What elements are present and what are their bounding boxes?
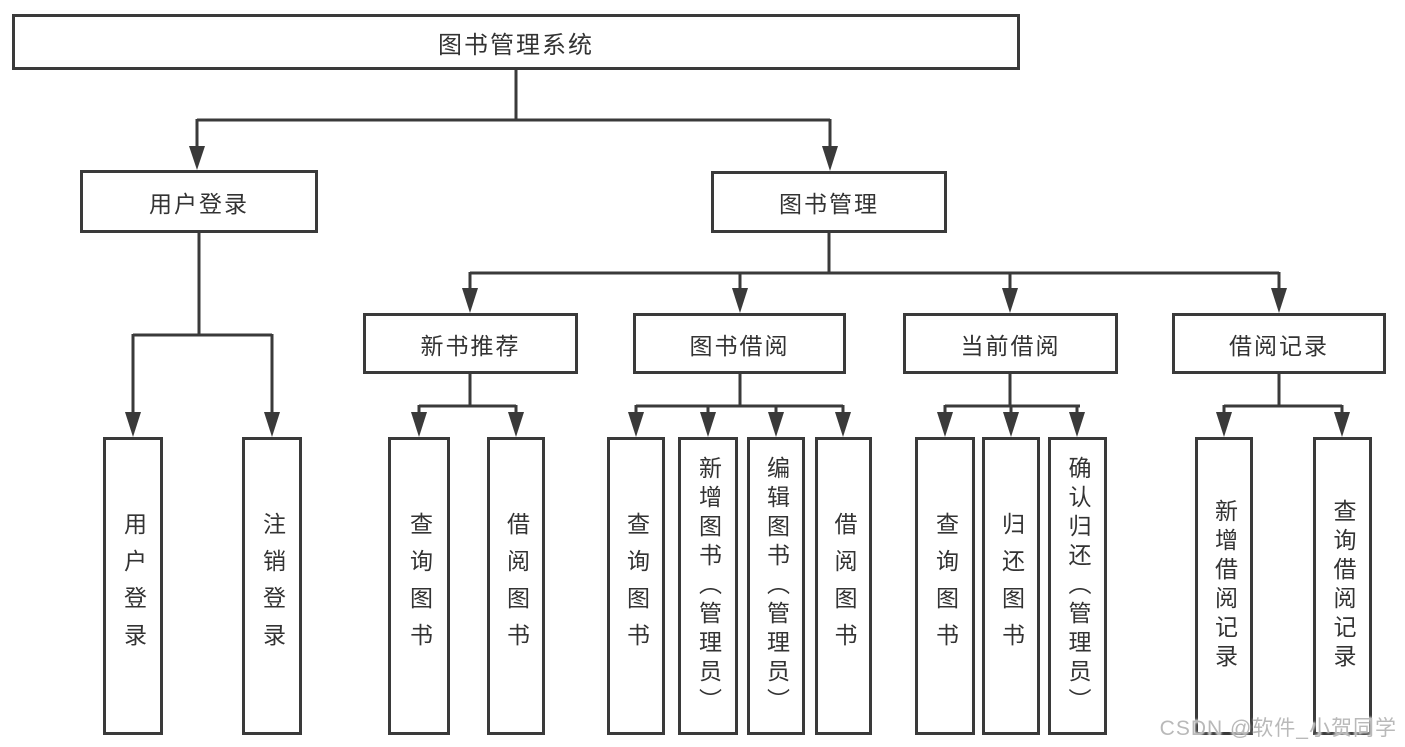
csdn-watermark: CSDN @软件_小贺同学 — [1159, 717, 1397, 740]
node-box-user-login: 用户登录 — [80, 170, 318, 233]
leaf-label: 查询图书 — [623, 512, 650, 660]
leaf-box-add-books-admin: 新增图书（管理员） — [678, 437, 738, 735]
leaf-label: 查询图书 — [406, 512, 433, 660]
leaf-label: 归还图书 — [998, 512, 1025, 660]
leaf-box-add-borrow-record: 新增借阅记录 — [1195, 437, 1253, 735]
leaf-box-query-books-recommend: 查询图书 — [388, 437, 450, 735]
section-label: 借阅记录 — [1229, 332, 1329, 359]
node-label: 图书管理 — [779, 191, 879, 217]
leaf-label: 确认归还（管理员） — [1065, 455, 1091, 717]
leaf-box-query-books-current: 查询图书 — [915, 437, 975, 735]
leaf-box-borrow-books: 借阅图书 — [815, 437, 872, 735]
section-box-current-borrowing: 当前借阅 — [903, 313, 1118, 374]
node-box-book-management: 图书管理 — [711, 171, 947, 233]
root-label: 图书管理系统 — [438, 31, 594, 59]
arrowheads — [125, 146, 1350, 437]
leaf-label: 编辑图书（管理员） — [763, 455, 790, 717]
leaf-label: 借阅图书 — [831, 512, 857, 660]
leaf-label: 新增图书（管理员） — [695, 455, 722, 717]
leaf-label: 借阅图书 — [503, 512, 530, 660]
section-label: 当前借阅 — [960, 332, 1061, 359]
leaf-box-confirm-return-admin: 确认归还（管理员） — [1048, 437, 1107, 735]
section-box-borrowing-records: 借阅记录 — [1172, 313, 1386, 374]
leaf-label: 查询图书 — [932, 512, 959, 660]
section-label: 新书推荐 — [420, 332, 521, 359]
section-label: 图书借阅 — [689, 332, 790, 359]
leaf-box-logout: 注销登录 — [242, 437, 302, 735]
leaf-box-return-books: 归还图书 — [982, 437, 1040, 735]
leaf-label: 用户登录 — [120, 512, 147, 660]
leaf-box-borrow-books-recommend: 借阅图书 — [487, 437, 545, 735]
section-box-book-borrowing: 图书借阅 — [633, 313, 846, 374]
leaf-box-edit-books-admin: 编辑图书（管理员） — [747, 437, 805, 735]
leaf-box-query-borrow-record: 查询借阅记录 — [1313, 437, 1372, 735]
root-box-library-system: 图书管理系统 — [12, 14, 1020, 70]
section-box-new-book-recommend: 新书推荐 — [363, 313, 578, 374]
node-label: 用户登录 — [149, 190, 249, 217]
leaf-label: 查询借阅记录 — [1330, 499, 1356, 673]
leaf-box-user-login: 用户登录 — [103, 437, 163, 735]
leaf-label: 注销登录 — [259, 512, 286, 660]
leaf-box-query-books-borrowing: 查询图书 — [607, 437, 665, 735]
leaf-label: 新增借阅记录 — [1211, 499, 1238, 673]
